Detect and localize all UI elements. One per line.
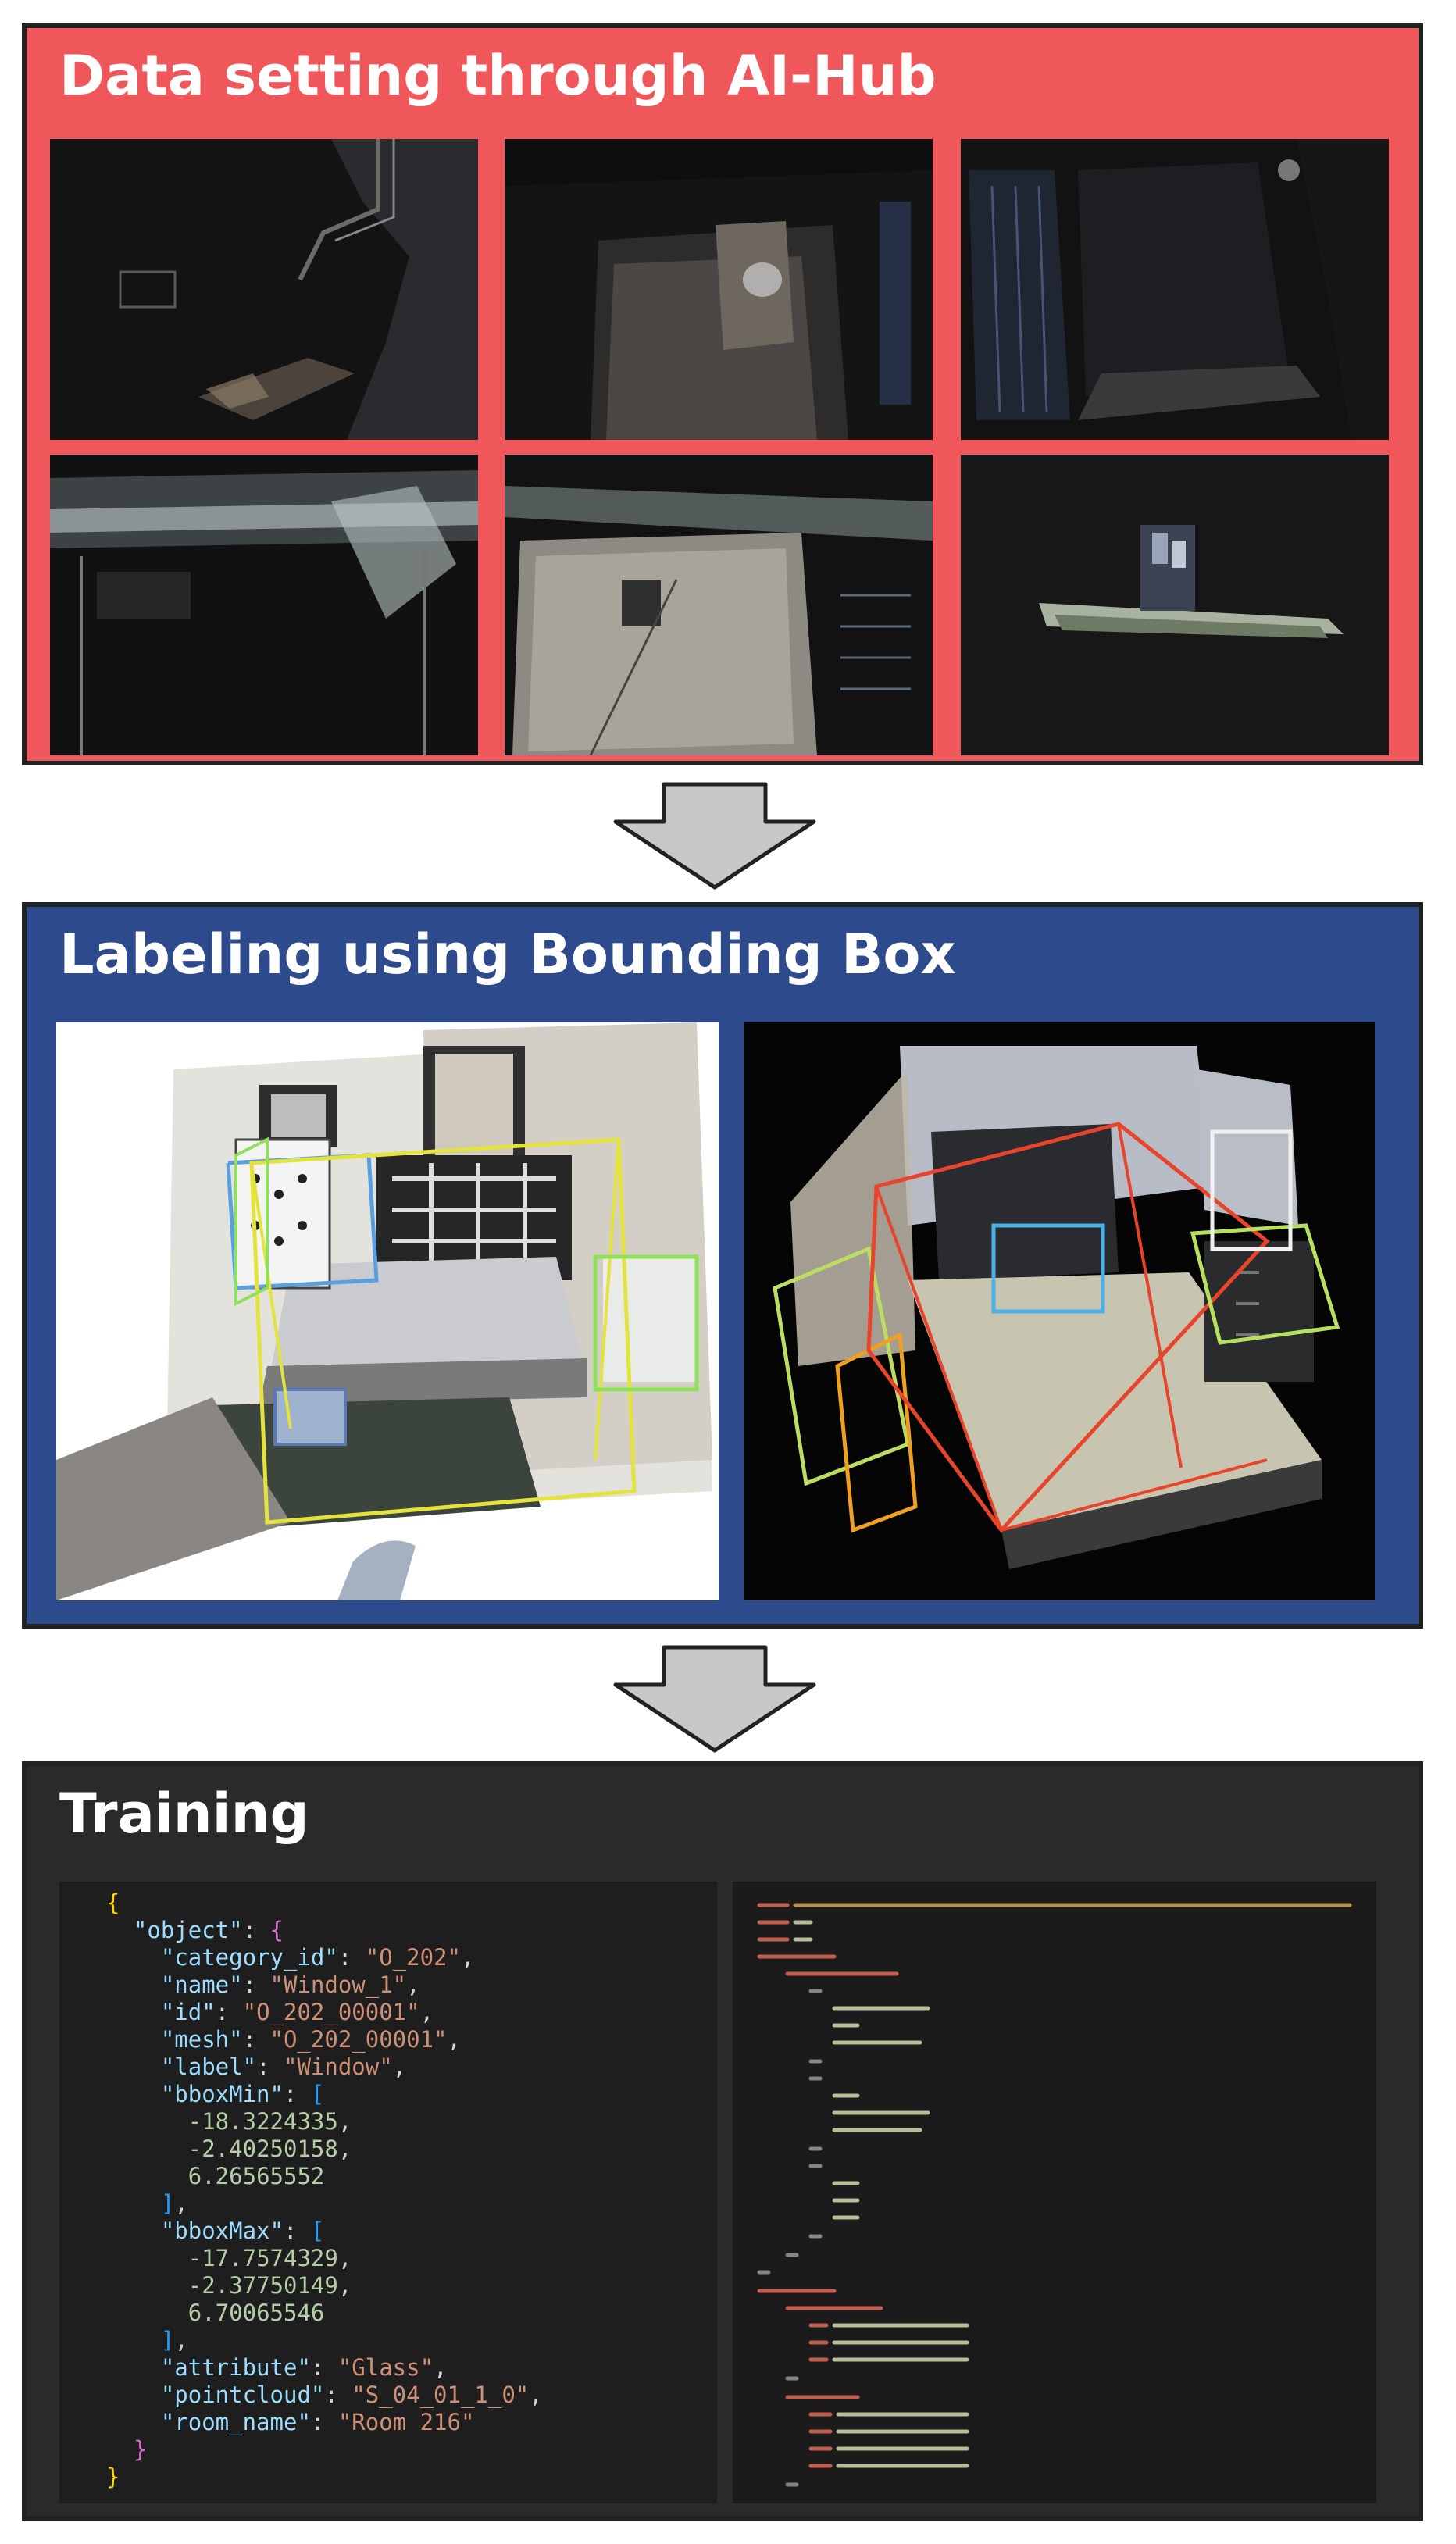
training-title: Training bbox=[59, 1782, 309, 1846]
point-cloud-thumbnail-3 bbox=[961, 139, 1389, 440]
json-value: "O_202_00001" bbox=[242, 1999, 420, 2025]
point-cloud-thumbnail-4 bbox=[50, 455, 478, 755]
json-number: -18.3224335 bbox=[187, 2108, 338, 2135]
point-cloud-thumbnail-5 bbox=[505, 455, 933, 755]
json-number: 6.70065546 bbox=[187, 2300, 325, 2326]
down-arrow-icon bbox=[613, 782, 816, 890]
json-value: "O_202_00001" bbox=[269, 2026, 448, 2053]
bedroom-bbox-image-left bbox=[56, 1022, 719, 1600]
json-number: -17.7574329 bbox=[187, 2245, 338, 2271]
training-panel: Training { "object": { "category_id": "O… bbox=[22, 1761, 1423, 2521]
json-key: "bboxMin" bbox=[160, 2081, 284, 2107]
labeling-panel: Labeling using Bounding Box bbox=[22, 902, 1423, 1629]
json-value: "Glass" bbox=[337, 2354, 434, 2381]
data-setting-panel: Data setting through AI-Hub bbox=[22, 23, 1423, 765]
json-key: "pointcloud" bbox=[160, 2382, 325, 2408]
json-key: "category_id" bbox=[160, 1944, 338, 1971]
json-value: "Room 216" bbox=[337, 2409, 475, 2435]
annotation-json-code: { "object": { "category_id": "O_202", "n… bbox=[106, 1889, 543, 2490]
json-key: "name" bbox=[160, 1971, 243, 1998]
json-value: "S_04_01_1_0" bbox=[352, 2382, 530, 2408]
json-value: "Window" bbox=[283, 2053, 393, 2080]
json-key: "id" bbox=[160, 1999, 216, 2025]
labeling-title: Labeling using Bounding Box bbox=[59, 922, 956, 987]
camera-json-editor bbox=[733, 1882, 1376, 2503]
json-value: "O_202" bbox=[365, 1944, 461, 1971]
bedroom-bbox-image-right bbox=[744, 1022, 1375, 1600]
json-key: "mesh" bbox=[160, 2026, 243, 2053]
json-key: "object" bbox=[133, 1917, 243, 1943]
down-arrow-icon bbox=[613, 1645, 816, 1753]
point-cloud-thumbnail-1 bbox=[50, 139, 478, 440]
point-cloud-thumbnail-6 bbox=[961, 455, 1389, 755]
camera-json-code-thumbnail bbox=[757, 1903, 1352, 2487]
annotation-json-editor: { "object": { "category_id": "O_202", "n… bbox=[59, 1882, 717, 2503]
data-setting-title: Data setting through AI-Hub bbox=[59, 44, 937, 108]
json-number: -2.37750149 bbox=[187, 2272, 338, 2299]
json-key: "label" bbox=[160, 2053, 257, 2080]
json-number: -2.40250158 bbox=[187, 2135, 338, 2162]
json-key: "bboxMax" bbox=[160, 2218, 284, 2244]
json-value: "Window_1" bbox=[269, 1971, 407, 1998]
point-cloud-thumbnail-2 bbox=[505, 139, 933, 440]
json-number: 6.26565552 bbox=[187, 2163, 325, 2189]
json-key: "attribute" bbox=[160, 2354, 311, 2381]
json-key: "room_name" bbox=[160, 2409, 311, 2435]
